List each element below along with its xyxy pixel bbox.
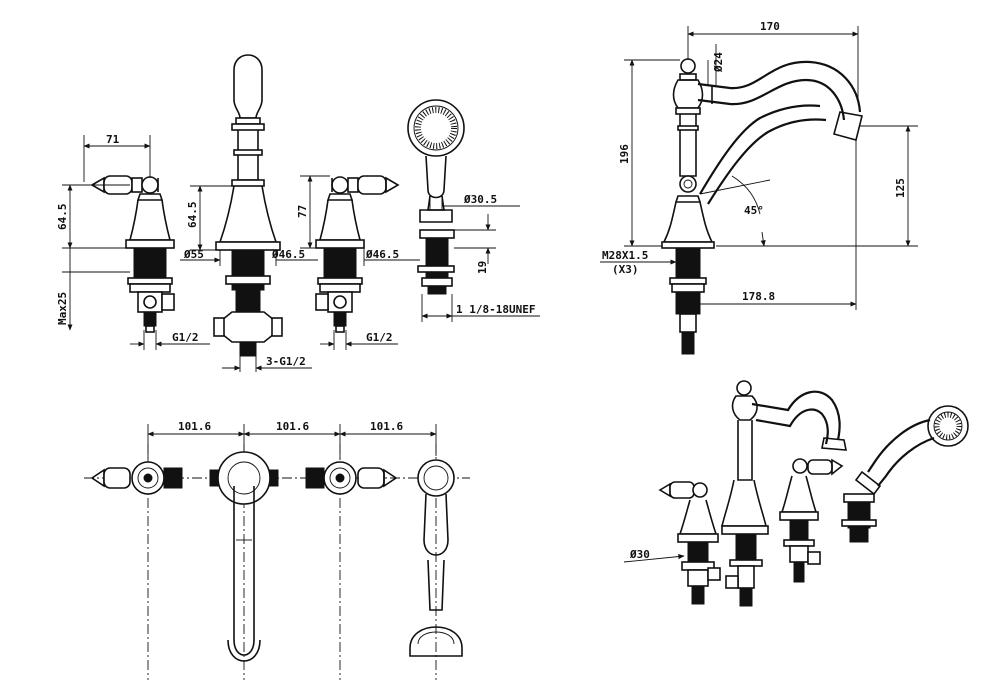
dim-spacing-2: 101.6: [276, 420, 309, 433]
dim-64-5-center: 64.5: [186, 202, 199, 229]
top-dims: 101.6 101.6 101.6: [147, 420, 437, 470]
iso-view: Ø30: [623, 380, 969, 607]
dim-g12-left: G1/2: [172, 331, 199, 344]
dim-19: 19: [476, 261, 489, 274]
dim-x3: (X3): [612, 263, 639, 276]
side-faucet: [661, 58, 863, 355]
top-view: 101.6 101.6 101.6: [84, 420, 470, 680]
top-left-valve: [90, 461, 183, 495]
dim-64-5-left: 64.5: [56, 204, 69, 231]
dim-71: 71: [106, 133, 120, 146]
dim-spacing-1: 101.6: [178, 420, 211, 433]
top-spout: [209, 451, 279, 662]
dim-77: 77: [296, 205, 309, 218]
dim-178-8: 178.8: [742, 290, 775, 303]
side-view: 170 Ø24 196 125 45° M28X1.5 (X3): [600, 20, 918, 355]
dim-45: 45°: [744, 204, 764, 217]
dim-d55: Ø55: [183, 248, 204, 261]
right-valve: [315, 175, 400, 333]
dim-196: 196: [618, 144, 631, 164]
dim-d46-5-right: Ø46.5: [365, 248, 399, 261]
dim-d30: Ø30: [629, 548, 650, 561]
top-right-valve: [305, 461, 398, 495]
dim-spacing-3: 101.6: [370, 420, 403, 433]
dim-170: 170: [760, 20, 780, 33]
dim-125: 125: [894, 178, 907, 198]
iso-right-valve: [779, 458, 844, 583]
dim-g12-right: G1/2: [366, 331, 393, 344]
front-dims: 71 64.5 Max25 G1/2 64.5 Ø: [56, 133, 540, 372]
top-hand-shower: [409, 459, 463, 657]
center-spout: [213, 54, 283, 357]
dim-m28: M28X1.5: [602, 249, 648, 262]
hand-shower: [407, 99, 465, 295]
front-view: 71 64.5 Max25 G1/2 64.5 Ø: [56, 54, 540, 372]
dim-3-g12: 3-G1/2: [266, 355, 306, 368]
dim-d46-5-center: Ø46.5: [271, 248, 305, 261]
iso-hand-shower: [841, 405, 969, 543]
dim-thread: 1 1/8-18UNEF: [456, 303, 535, 316]
dim-max25: Max25: [56, 292, 69, 325]
iso-left-valve: [658, 481, 721, 605]
side-dims: 170 Ø24 196 125 45° M28X1.5 (X3): [600, 20, 918, 310]
iso-spout: [720, 380, 847, 607]
dim-d30-5: Ø30.5: [463, 193, 497, 206]
left-valve: [90, 175, 175, 333]
dim-d24: Ø24: [712, 52, 725, 73]
